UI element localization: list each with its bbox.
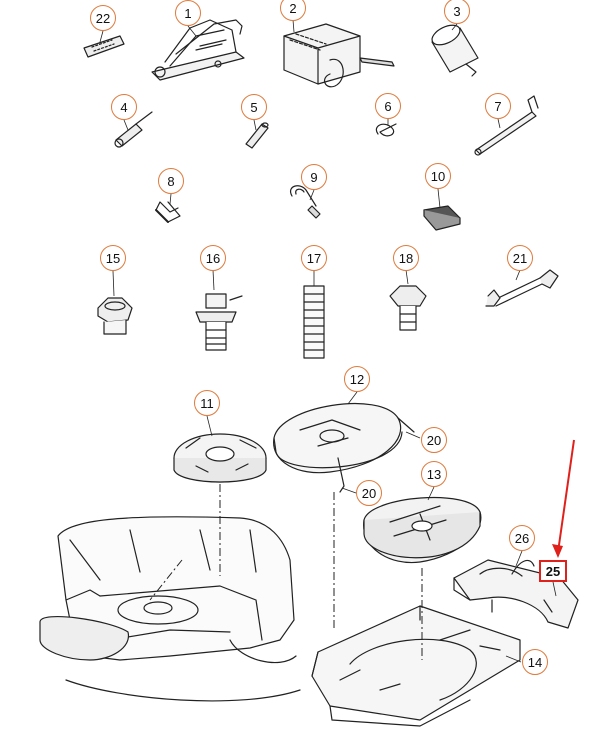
callout-22[interactable]: 22 xyxy=(90,5,116,31)
part-6-clip-drawing xyxy=(375,123,397,137)
car-rear-drawing xyxy=(39,516,301,702)
callout-2[interactable]: 2 xyxy=(280,0,306,21)
callout-14[interactable]: 14 xyxy=(522,649,548,675)
part-3-cylinder-drawing xyxy=(431,24,479,77)
part-4-screwdriver-drawing xyxy=(114,111,153,148)
part-18-bolt-drawing xyxy=(389,285,427,331)
part-16-bolt-drawing xyxy=(195,293,243,351)
callout-20-lower[interactable]: 20 xyxy=(356,480,382,506)
callout-26[interactable]: 26 xyxy=(509,525,535,551)
leader-lines xyxy=(149,484,423,660)
red-arrow-indicator xyxy=(552,439,575,558)
part-17-rod-drawing xyxy=(303,285,325,359)
part-22-label-drawing xyxy=(83,35,125,58)
callout-18[interactable]: 18 xyxy=(393,245,419,271)
callout-3[interactable]: 3 xyxy=(444,0,470,24)
callout-16[interactable]: 16 xyxy=(200,245,226,271)
part-21-wrench-drawing xyxy=(485,269,559,307)
callout-7[interactable]: 7 xyxy=(485,93,511,119)
callout-leaders xyxy=(99,19,557,663)
callout-5[interactable]: 5 xyxy=(241,94,267,120)
callout-17[interactable]: 17 xyxy=(301,245,327,271)
callout-9[interactable]: 9 xyxy=(301,164,327,190)
callout-1[interactable]: 1 xyxy=(175,0,201,26)
part-12-tray-drawing xyxy=(273,403,415,493)
callout-4[interactable]: 4 xyxy=(111,94,137,120)
part-1-jack-drawing xyxy=(151,19,245,81)
part-13-foam-insert-drawing xyxy=(363,496,482,564)
part-2-compressor-drawing xyxy=(283,23,395,88)
callout-20-upper[interactable]: 20 xyxy=(421,427,447,453)
part-5-pin-drawing xyxy=(245,122,269,149)
callout-13[interactable]: 13 xyxy=(421,461,447,487)
part-8-bracket-drawing xyxy=(155,201,181,223)
part-9-towing-eye-drawing xyxy=(290,185,321,219)
callout-25-highlighted[interactable]: 25 xyxy=(539,560,567,582)
callout-12[interactable]: 12 xyxy=(344,366,370,392)
callout-6[interactable]: 6 xyxy=(375,93,401,119)
part-10-pad-drawing xyxy=(423,205,461,231)
callout-10[interactable]: 10 xyxy=(425,163,451,189)
callout-8[interactable]: 8 xyxy=(158,168,184,194)
callout-15[interactable]: 15 xyxy=(100,245,126,271)
callout-21[interactable]: 21 xyxy=(507,245,533,271)
part-14-carrier-drawing xyxy=(311,605,521,727)
part-7-wrench-drawing xyxy=(474,95,539,156)
callout-11[interactable]: 11 xyxy=(194,390,220,416)
part-11-holder-drawing xyxy=(173,433,267,483)
part-15-nut-drawing xyxy=(97,297,133,335)
